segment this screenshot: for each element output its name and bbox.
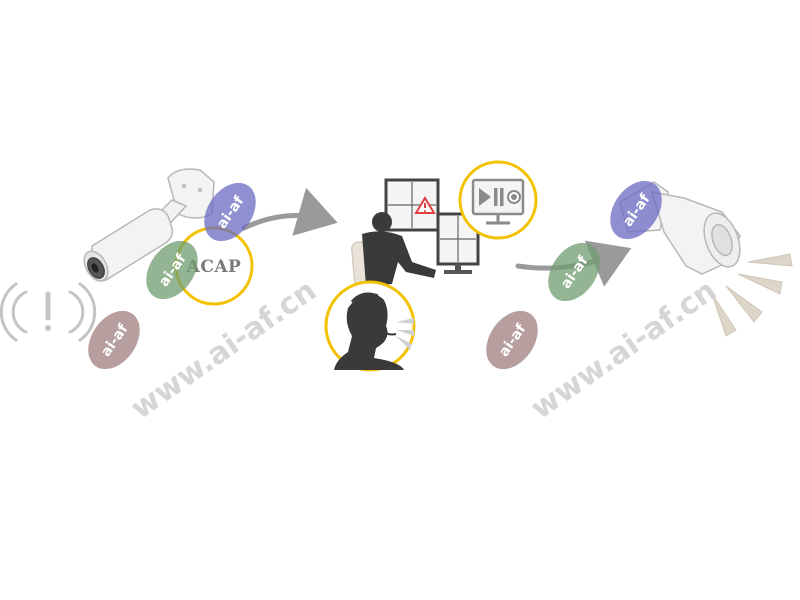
speech-waves-icon — [396, 318, 414, 350]
watermark-badge: ai-af — [146, 240, 198, 300]
operator-headset-silhouette — [334, 292, 404, 370]
bullet-camera — [83, 168, 215, 282]
watermark-badge: ai-af — [548, 242, 600, 302]
watermark-badge: ai-af — [610, 180, 662, 240]
watermark-badge: ai-af — [204, 182, 256, 242]
acap-badge: ACAP — [174, 226, 254, 306]
play-pause-record-icon — [479, 188, 521, 206]
watermark-badge: ai-af — [486, 310, 538, 370]
acap-label: ACAP — [186, 257, 242, 277]
media-control-badge — [458, 160, 538, 240]
headset-operator-badge — [324, 280, 416, 372]
flow-arrow-left — [241, 187, 338, 236]
watermark-badge: ai-af — [88, 310, 140, 370]
warning-triangle-icon — [414, 196, 436, 214]
alert-wave-icon — [0, 282, 97, 342]
sound-waves-icon — [711, 253, 793, 337]
